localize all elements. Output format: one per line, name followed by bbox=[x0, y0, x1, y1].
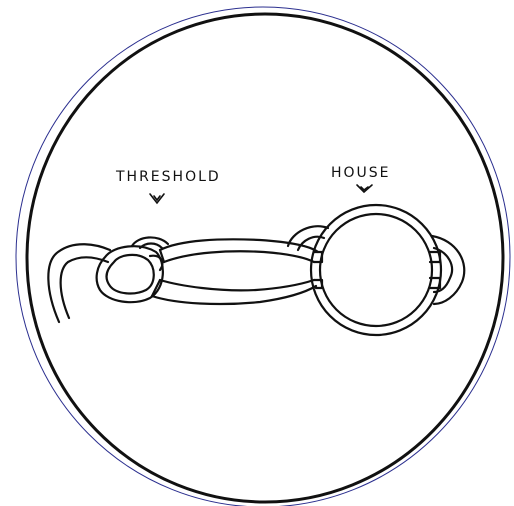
house-outer bbox=[311, 205, 441, 335]
house-label: HOUSE bbox=[331, 165, 391, 181]
threshold-chamber-inner bbox=[107, 255, 154, 294]
plan-outline bbox=[48, 205, 464, 335]
house-right-loop-inner bbox=[434, 248, 452, 292]
threshold-top-loop bbox=[132, 237, 168, 246]
entry-path-outer bbox=[48, 244, 110, 322]
threshold-arrow-icon bbox=[150, 194, 164, 203]
house-arrow-icon bbox=[357, 185, 372, 192]
house-inner bbox=[320, 214, 432, 326]
corridor-lower-outer bbox=[152, 286, 316, 304]
entry-path-inner bbox=[61, 257, 108, 318]
corridor-lower-inner bbox=[160, 280, 314, 290]
corridor-upper-outer bbox=[160, 239, 318, 252]
threshold-label: THRESHOLD bbox=[115, 169, 221, 185]
corridor-upper-inner bbox=[164, 251, 314, 262]
